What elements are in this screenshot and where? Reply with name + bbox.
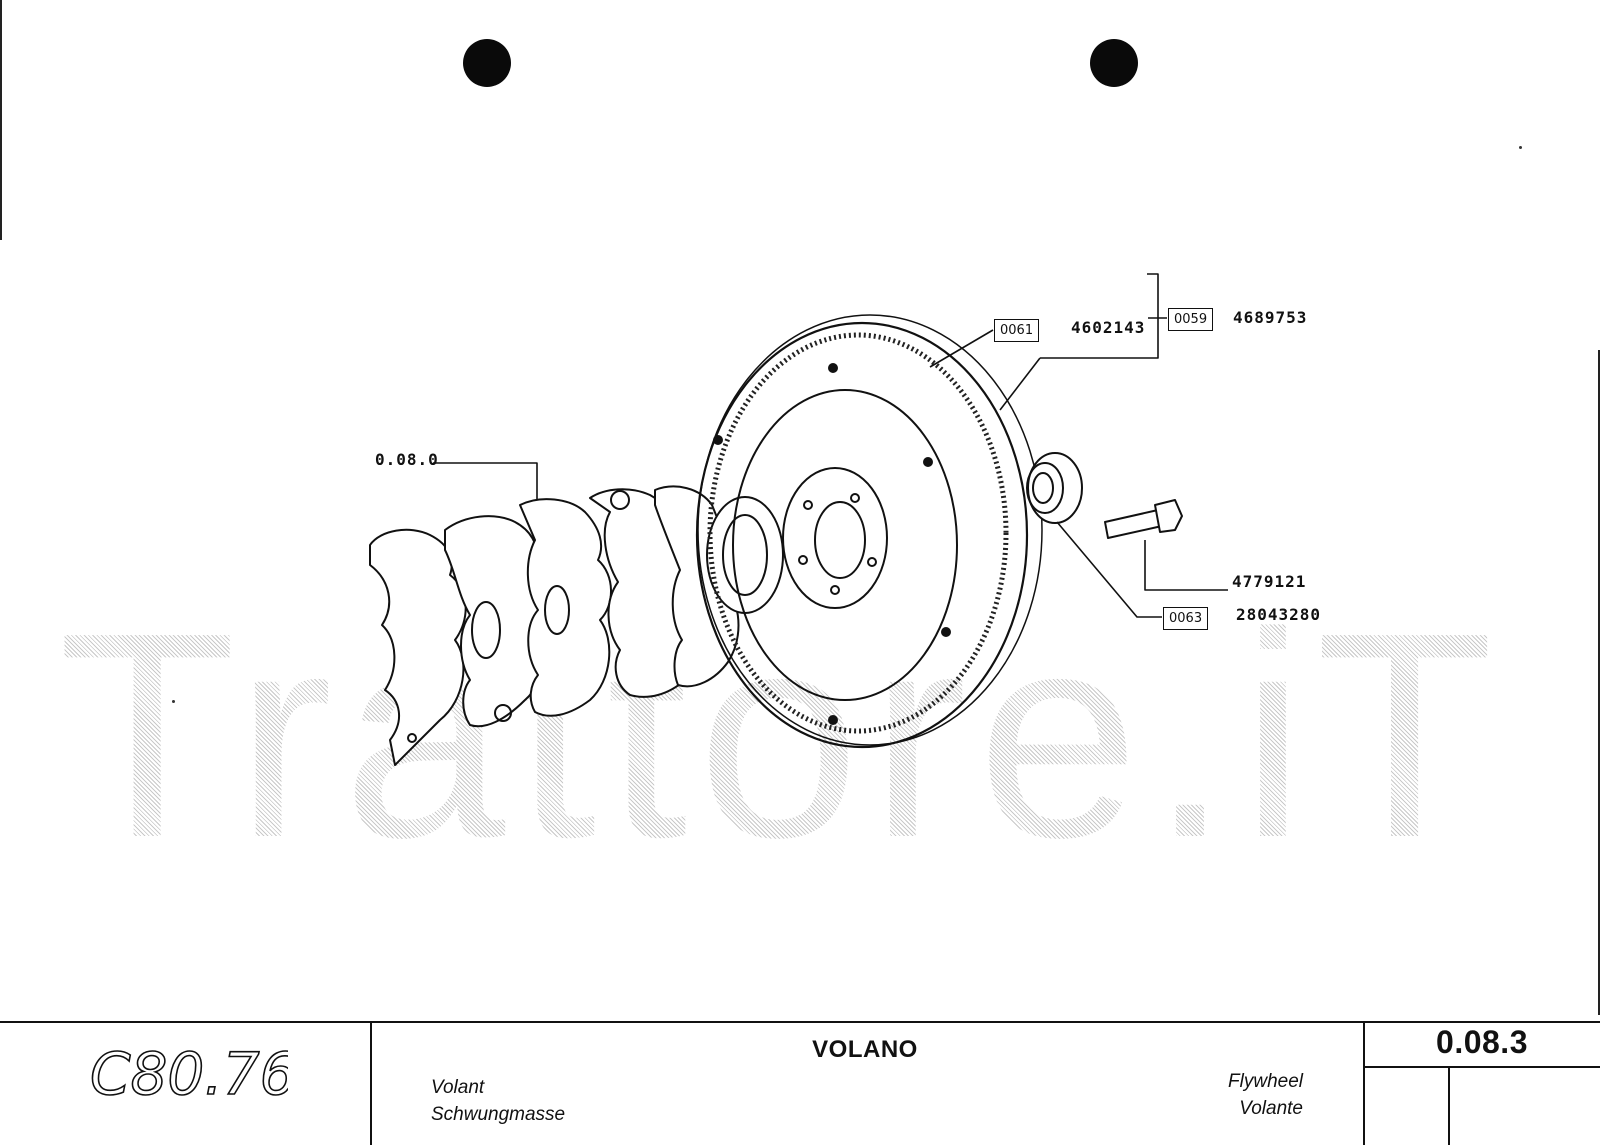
bearing-code-box: 0063 bbox=[1163, 607, 1209, 630]
flywheel-exploded-drawing bbox=[369, 273, 1228, 766]
model-logo: C80.76 bbox=[89, 1040, 288, 1102]
pilot-bearing bbox=[1026, 452, 1083, 524]
speck bbox=[172, 700, 175, 703]
bearing-part-number: 28043280 bbox=[1236, 605, 1322, 624]
model-logo-text: C80.76 bbox=[90, 1040, 288, 1102]
page-box-divider bbox=[1448, 1066, 1450, 1145]
flywheel bbox=[695, 314, 1043, 749]
title-block-divider-right bbox=[1363, 1021, 1365, 1145]
assembly-ref-label: 0.08.0 bbox=[375, 450, 439, 469]
scan-edge-left bbox=[0, 0, 2, 240]
flywheel-bolt bbox=[1104, 499, 1183, 539]
assembly-part-number: 4689753 bbox=[1233, 308, 1308, 327]
watermark: Trattore.iT bbox=[58, 589, 1548, 881]
title-english: Flywheel bbox=[1228, 1071, 1303, 1092]
speck bbox=[1519, 146, 1522, 149]
assembly-code-box: 0059 bbox=[1168, 308, 1214, 331]
ring-gear-code-box: 0061 bbox=[994, 319, 1040, 342]
title-block-divider-left bbox=[370, 1021, 372, 1145]
punch-hole-left bbox=[463, 39, 511, 87]
title-french: Volant bbox=[431, 1077, 485, 1098]
page-box-rule bbox=[1363, 1066, 1600, 1068]
crankshaft bbox=[369, 485, 784, 766]
title-spanish: Volante bbox=[1239, 1098, 1303, 1119]
page-number: 0.08.3 bbox=[1436, 1024, 1528, 1060]
scan-edge-right bbox=[1598, 350, 1600, 1015]
bolt-part-number: 4779121 bbox=[1232, 572, 1307, 591]
title-block-top-rule bbox=[0, 1021, 1600, 1023]
flywheel-part-number: 4602143 bbox=[1071, 318, 1146, 337]
punch-hole-right bbox=[1090, 39, 1138, 87]
title-german: Schwungmasse bbox=[431, 1104, 566, 1125]
page-title: VOLANO bbox=[812, 1036, 918, 1063]
